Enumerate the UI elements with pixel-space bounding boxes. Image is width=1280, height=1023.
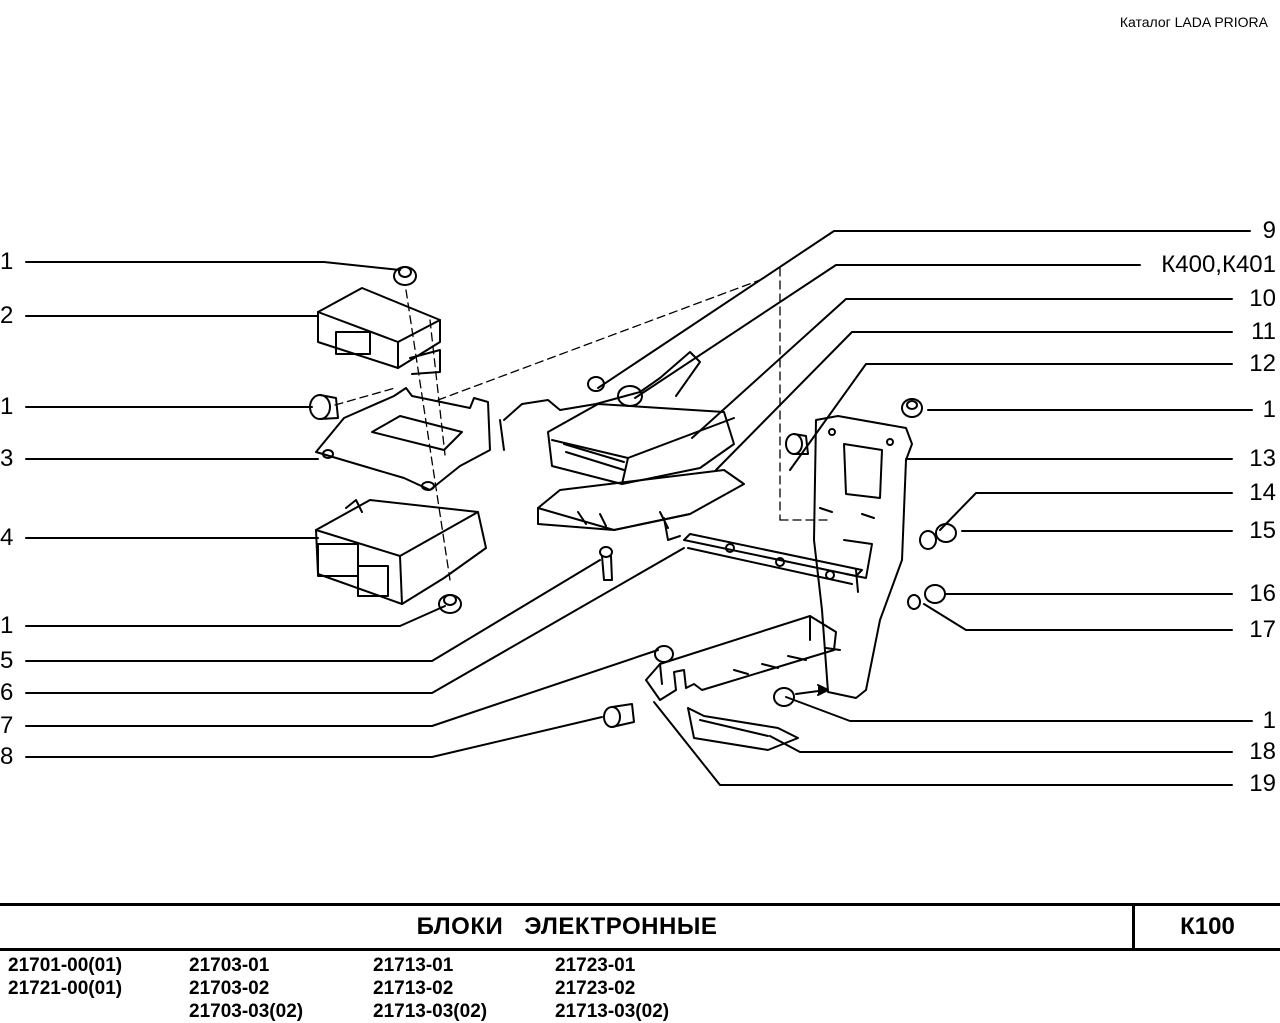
- callout-left-9: 7: [0, 712, 14, 739]
- title-divider: [1132, 906, 1135, 948]
- callout-left-8: 6: [0, 679, 14, 706]
- model-code: 21713-03(02): [373, 1001, 488, 1022]
- title-block: БЛОКИ ЭЛЕКТРОННЫЕ К100 21701-00(01) 2172…: [0, 903, 1280, 1023]
- callout-left-4: 3: [0, 445, 14, 472]
- ecu-unit: [499, 351, 735, 485]
- model-code: 21703-01: [189, 955, 270, 976]
- model-code: 21713-02: [373, 978, 454, 999]
- model-column-3: 21713-01 21713-02 21713-03(02): [373, 954, 487, 1023]
- sleeve-part-8: [603, 703, 635, 728]
- callout-right-4: 11: [1251, 318, 1276, 345]
- callout-right-8: 14: [1249, 479, 1276, 506]
- callout-right-3: 10: [1249, 285, 1276, 312]
- leader-lines-left: [25, 261, 685, 758]
- nut-part-lower: [438, 594, 462, 614]
- nuts-right: [654, 398, 957, 707]
- model-code: 21721-00(01): [8, 978, 123, 999]
- callout-right-7: 13: [1249, 445, 1276, 472]
- catalog-header: Каталог LADA PRIORA: [1119, 14, 1268, 30]
- model-code: 21713-01: [373, 955, 454, 976]
- assembly-lines: [334, 267, 831, 581]
- model-code: 21703-02: [189, 978, 270, 999]
- callout-left-6: 1: [0, 612, 14, 639]
- section-code: К100: [1180, 913, 1235, 940]
- callout-right-2: К400,К401: [1161, 251, 1276, 278]
- callout-right-10: 16: [1249, 580, 1276, 607]
- model-column-2: 21703-01 21703-02 21703-03(02): [189, 954, 303, 1023]
- rail-part-6: [683, 533, 863, 593]
- callout-right-9: 15: [1249, 517, 1276, 544]
- callout-right-12: 1: [1262, 707, 1276, 734]
- callout-left-2: 2: [0, 302, 14, 329]
- sleeve-part: [309, 394, 339, 420]
- bolt-part-5: [599, 546, 613, 581]
- assembly-arrow: [795, 684, 829, 696]
- sleeve-part-12: [785, 433, 809, 455]
- model-code: 21723-02: [555, 978, 636, 999]
- model-code: 21713-03(02): [555, 1001, 670, 1022]
- bracket-plate-part-3: [315, 387, 491, 491]
- nut-part-1: [393, 266, 417, 286]
- callout-left-10: 8: [0, 743, 14, 770]
- electronic-unit-part-2: [317, 287, 441, 375]
- callout-left-5: 4: [0, 524, 14, 551]
- model-column-1: 21701-00(01) 21721-00(01): [8, 954, 122, 1000]
- callout-right-13: 18: [1249, 738, 1276, 765]
- callout-left-3: 1: [0, 393, 14, 420]
- callout-left-7: 5: [0, 647, 14, 674]
- callout-right-14: 19: [1249, 770, 1276, 797]
- leader-lines-right: [597, 230, 1253, 786]
- callout-right-6: 1: [1262, 396, 1276, 423]
- page-title: БЛОКИ ЭЛЕКТРОННЫЕ: [416, 913, 718, 940]
- callout-left-1: 1: [0, 248, 14, 275]
- electronic-unit-part-4: [315, 499, 487, 605]
- ecu-tray: [537, 469, 745, 541]
- title-row: БЛОКИ ЭЛЕКТРОННЫЕ К100: [0, 906, 1280, 951]
- parts-diagram: [25, 230, 1253, 786]
- bracket-part-19: [645, 615, 841, 701]
- bracket-part-13: [813, 415, 913, 699]
- model-code: 21723-01: [555, 955, 636, 976]
- callout-right-5: 12: [1249, 350, 1276, 377]
- pins: [819, 507, 875, 519]
- model-code: 21701-00(01): [8, 955, 123, 976]
- callout-right-11: 17: [1249, 616, 1276, 643]
- callout-right-1: 9: [1262, 217, 1276, 244]
- clamp-part-18: [687, 707, 799, 751]
- model-column-4: 21723-01 21723-02 21713-03(02): [555, 954, 669, 1023]
- model-code: 21703-03(02): [189, 1001, 304, 1022]
